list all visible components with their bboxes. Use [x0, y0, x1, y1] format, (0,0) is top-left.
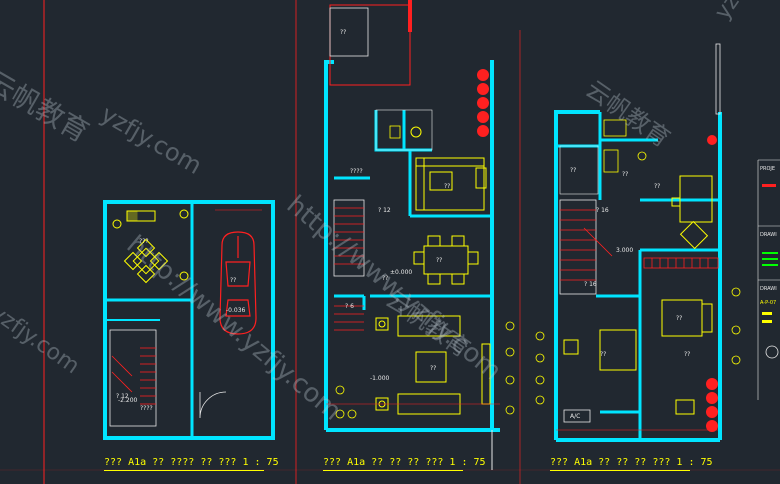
room-label: ?? — [436, 257, 442, 264]
ground-stairs — [333, 199, 365, 331]
car-outline — [219, 231, 257, 335]
ac-unit — [563, 409, 591, 423]
upper-level-mark: 3.000 — [616, 247, 633, 254]
room-label: ?? — [622, 171, 628, 178]
garage-level-mark: -0.036 — [226, 307, 246, 314]
upper-bathroom — [603, 119, 647, 173]
ac-label: A/C — [570, 413, 580, 420]
upper-stairs — [559, 199, 613, 295]
title-block-code: A-P-07 — [760, 300, 777, 306]
title-block[interactable] — [757, 159, 780, 400]
title-block-drawing-label-2: DRAWI — [760, 286, 777, 292]
basement-level-mark: -2.200 — [118, 397, 138, 404]
room-label: ?? — [600, 351, 606, 358]
lounge-furniture — [112, 209, 189, 284]
basement-stairs — [109, 329, 157, 427]
bedroom-2-furniture — [563, 299, 713, 415]
room-label: ???? — [350, 168, 363, 175]
caption-underline — [550, 470, 690, 471]
red-planter-column — [477, 69, 489, 137]
room-label: ? 16 — [584, 281, 597, 288]
kitchen-furniture — [415, 157, 487, 211]
room-label: ?? — [230, 277, 236, 284]
room-label: ? 12 — [378, 207, 391, 214]
room-label: ?? — [570, 167, 576, 174]
living-level-mark: -1.000 — [370, 375, 390, 382]
dining-table — [413, 235, 479, 285]
room-label: ? 6 — [345, 303, 354, 310]
ground-floor-plan-caption: ??? A1a ?? ?? ?? ??? 1 : 75 — [323, 457, 486, 468]
room-label: ?? — [444, 183, 450, 190]
room-label: ???? — [140, 405, 153, 412]
title-block-project-label: PROJE — [760, 166, 776, 172]
basement-plan[interactable]: -2.200 -0.036 ??? ???? ? 12 ?? — [103, 200, 275, 440]
room-label: ??? — [139, 238, 149, 245]
room-label: ?? — [382, 275, 388, 282]
living-room-furniture — [375, 315, 461, 415]
room-label: ?? — [654, 183, 660, 190]
ground-floor-plan[interactable]: ?? ?? — [324, 0, 515, 470]
room-label: ? 16 — [596, 207, 609, 214]
bedroom-1-furniture — [671, 175, 713, 250]
room-label: ?? — [340, 29, 346, 36]
upper-axis-bubbles — [535, 287, 741, 405]
upper-floor-plan[interactable]: ?? ?? ?? ? 16 3.000 — [535, 43, 741, 442]
room-label: ?? — [684, 351, 690, 358]
red-balcony-column — [706, 135, 718, 432]
tv-cabinet — [481, 343, 491, 405]
wardrobe — [643, 257, 719, 269]
axis-bubbles — [335, 321, 515, 419]
caption-underline — [323, 470, 463, 471]
basement-plan-caption: ??? A1a ?? ???? ?? ??? 1 : 75 — [104, 457, 279, 468]
room-label: ?? — [430, 365, 436, 372]
room-label: ? 12 — [116, 393, 129, 400]
title-block-drawing-label: DRAWI — [760, 232, 777, 238]
caption-underline — [104, 470, 264, 471]
garage-door-swing — [199, 391, 227, 419]
upper-floor-plan-caption: ??? A1a ?? ?? ?? ??? 1 : 75 — [550, 457, 713, 468]
ground-level-mark: ±0.000 — [390, 269, 412, 276]
room-label: ?? — [676, 315, 682, 322]
